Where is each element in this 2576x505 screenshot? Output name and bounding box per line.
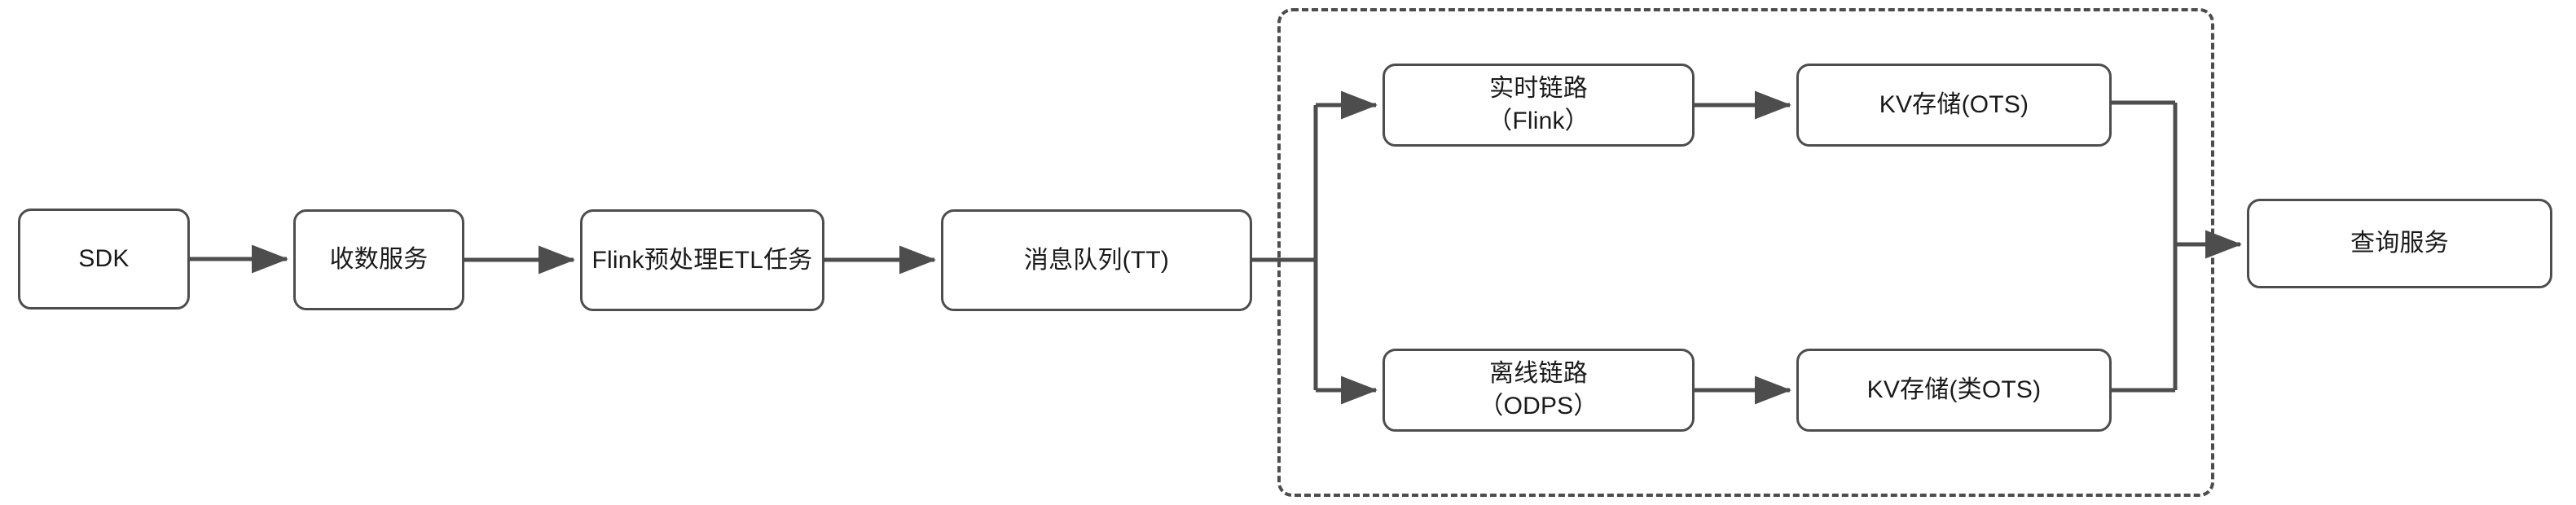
node-sdk-label: SDK	[78, 245, 130, 273]
node-realtime-pipeline[interactable]: 实时链路 （Flink）	[1383, 64, 1695, 147]
node-kv-store-like-ots-label: KV存储(类OTS)	[1866, 376, 2042, 404]
node-realtime-pipeline-label: 实时链路	[1489, 75, 1588, 103]
node-kv-store-like-ots[interactable]: KV存储(类OTS)	[1796, 349, 2112, 432]
node-message-queue-label: 消息队列(TT)	[1023, 246, 1170, 274]
node-kv-store-ots-label: KV存储(OTS)	[1879, 91, 2029, 119]
node-collect-service[interactable]: 收数服务	[293, 209, 464, 310]
node-realtime-pipeline-sublabel: （Flink）	[1488, 108, 1589, 134]
node-query-service[interactable]: 查询服务	[2247, 199, 2552, 288]
node-flink-etl[interactable]: Flink预处理ETL任务	[580, 209, 824, 311]
node-collect-service-label: 收数服务	[329, 246, 429, 274]
node-offline-pipeline-sublabel: （ODPS）	[1479, 393, 1598, 419]
node-message-queue[interactable]: 消息队列(TT)	[941, 209, 1252, 311]
node-query-service-label: 查询服务	[2350, 230, 2449, 257]
node-flink-etl-label: Flink预处理ETL任务	[591, 246, 813, 274]
node-kv-store-ots[interactable]: KV存储(OTS)	[1796, 64, 2112, 147]
node-sdk[interactable]: SDK	[18, 209, 190, 310]
node-offline-pipeline[interactable]: 离线链路 （ODPS）	[1383, 349, 1695, 432]
node-offline-pipeline-label: 离线链路	[1489, 360, 1588, 388]
